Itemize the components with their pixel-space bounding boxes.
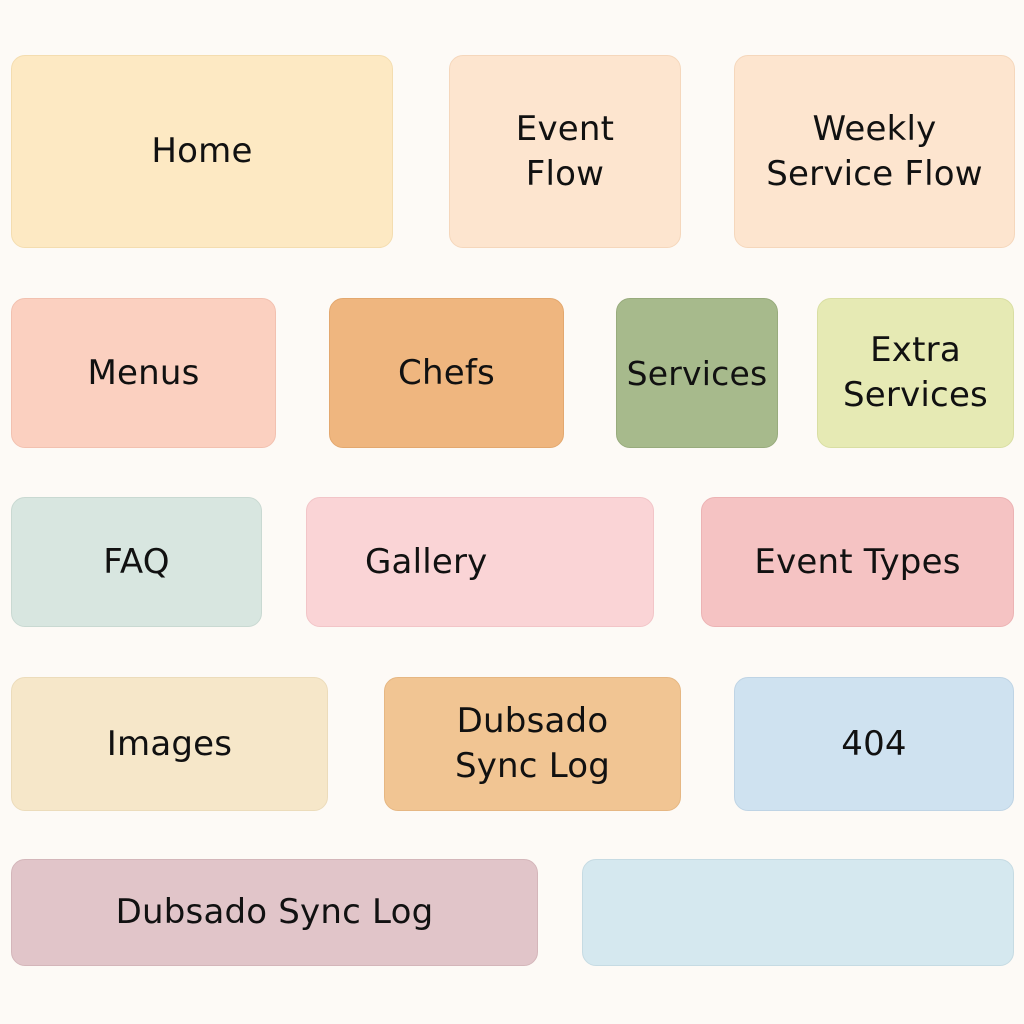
tile-gallery-label: Gallery bbox=[365, 541, 488, 582]
tile-home-label: Home bbox=[151, 131, 253, 171]
tile-images-label: Images bbox=[106, 723, 233, 764]
tile-dubsado-sync-log[interactable]: Dubsado Sync Log bbox=[384, 677, 681, 811]
tile-weekly-service-flow-label: Weekly Service Flow bbox=[766, 108, 983, 194]
tile-menus[interactable]: Menus bbox=[11, 298, 276, 448]
tile-extra-services-label: Extra Services bbox=[843, 330, 988, 415]
tile-chefs-label: Chefs bbox=[398, 352, 495, 393]
tile-dubsado-sync-log-wide[interactable]: Dubsado Sync Log bbox=[11, 859, 538, 966]
tile-faq[interactable]: FAQ bbox=[11, 497, 262, 627]
tile-services[interactable]: Services bbox=[616, 298, 778, 448]
tile-event-flow[interactable]: Event Flow bbox=[449, 55, 681, 248]
tile-404[interactable]: 404 bbox=[734, 677, 1014, 811]
tile-faq-label: FAQ bbox=[103, 541, 170, 582]
tile-home[interactable]: Home bbox=[11, 55, 393, 248]
tile-event-types-label: Event Types bbox=[754, 541, 961, 582]
tile-weekly-service-flow[interactable]: Weekly Service Flow bbox=[734, 55, 1015, 248]
tile-gallery[interactable]: Gallery bbox=[306, 497, 654, 627]
tile-blank[interactable] bbox=[582, 859, 1014, 966]
tile-404-label: 404 bbox=[841, 723, 907, 764]
tile-dubsado-sync-log-wide-label: Dubsado Sync Log bbox=[115, 892, 434, 932]
tile-extra-services[interactable]: Extra Services bbox=[817, 298, 1014, 448]
tile-event-flow-label: Event Flow bbox=[515, 108, 615, 194]
tile-event-types[interactable]: Event Types bbox=[701, 497, 1014, 627]
tile-chefs[interactable]: Chefs bbox=[329, 298, 564, 448]
tile-menus-label: Menus bbox=[87, 352, 200, 393]
tile-services-label: Services bbox=[626, 353, 768, 393]
tile-images[interactable]: Images bbox=[11, 677, 328, 811]
tile-dubsado-sync-log-label: Dubsado Sync Log bbox=[454, 701, 611, 786]
